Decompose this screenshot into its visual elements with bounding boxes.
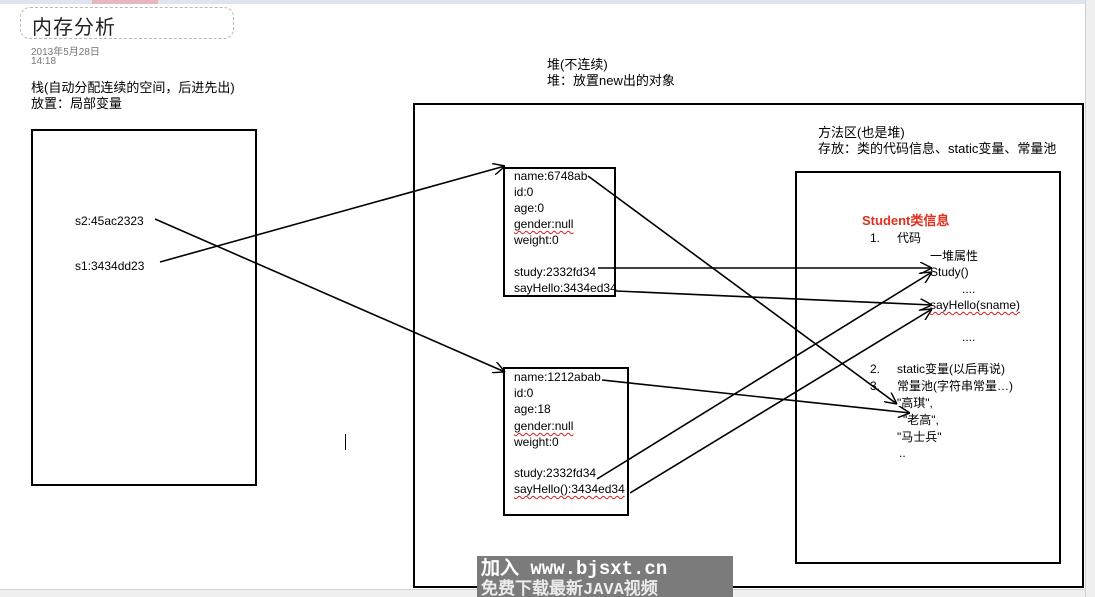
item-1-text: 代码	[897, 231, 922, 245]
item-2-number: 2.	[870, 362, 881, 376]
text-cursor	[345, 434, 346, 450]
arrow-obj2-study-to-study	[596, 272, 932, 480]
heap-content: 堆：放置new出的对象	[547, 73, 675, 88]
top-strip	[0, 0, 1095, 4]
obj2-weight: weight:0	[514, 435, 559, 449]
heap-object-1	[503, 167, 616, 297]
class-info-title: Student类信息	[862, 213, 950, 228]
obj1-id: id:0	[514, 185, 534, 199]
item-2-text: static变量(以后再说)	[897, 362, 1006, 376]
stack-var-s1: s1:3434dd23	[75, 259, 145, 273]
page-date: 2013年5月28日	[31, 47, 100, 58]
obj1-sayhello: sayHello:3434ed34	[514, 281, 617, 295]
stack-var-s2: s2:45ac2323	[75, 214, 144, 228]
obj1-name: name:6748ab	[514, 169, 588, 183]
obj1-study: study:2332fd34	[514, 265, 597, 279]
watermark: 加入 www.bjsxt.cn 免费下载最新JAVA视频	[477, 556, 733, 597]
obj1-weight: weight:0	[514, 233, 559, 247]
method-area-heading: 方法区(也是堆)	[818, 125, 905, 140]
vertical-scrollbar[interactable]	[1085, 0, 1095, 597]
obj1-gender: gender:null	[514, 217, 574, 231]
constant-more: ..	[899, 446, 906, 460]
obj1-age: age:0	[514, 201, 545, 215]
obj2-id: id:0	[514, 386, 534, 400]
method-area-box	[795, 171, 1061, 564]
obj2-age: age:18	[514, 402, 551, 416]
arrow-s1-to-obj1	[159, 166, 505, 263]
page-title: 内存分析	[32, 17, 116, 39]
heap-heading: 堆(不连续)	[547, 57, 608, 72]
item-3-number: 3.	[870, 379, 881, 393]
watermark-line1: 加入 www.bjsxt.cn	[481, 558, 668, 580]
ellipsis-1: ....	[962, 282, 976, 296]
arrow-obj2-name-to-pool	[601, 379, 910, 413]
heap-object-2	[503, 367, 629, 516]
top-tab-accent	[92, 0, 158, 4]
obj2-gender: gender:null	[514, 419, 574, 433]
arrow-s2-to-obj2	[154, 218, 505, 372]
obj2-sayhello: sayHello():3434ed34	[514, 482, 625, 496]
obj2-name: name:1212abab	[514, 370, 601, 384]
page-time: 14:18	[31, 56, 57, 67]
arrow-obj1-name-to-pool	[587, 175, 897, 404]
page-title-box[interactable]	[20, 7, 234, 39]
attrs-text: 一堆属性	[930, 249, 979, 263]
item-1-number: 1.	[870, 231, 881, 245]
constant-laogao: "老高",	[903, 413, 939, 427]
study-method: Study()	[930, 265, 969, 279]
arrow-obj2-sayhello-to-sayhello	[629, 309, 932, 494]
item-3-text: 常量池(字符串常量…)	[897, 379, 1013, 393]
sayhello-method: sayHello(sname)	[930, 298, 1021, 312]
watermark-line2: 免费下载最新JAVA视频	[481, 581, 658, 597]
arrow-obj1-sayhello-to-sayhello	[615, 290, 932, 305]
ellipsis-2: ....	[962, 330, 976, 344]
stack-heading: 栈(自动分配连续的空间，后进先出)	[31, 80, 235, 95]
stack-box	[31, 129, 257, 486]
heap-box	[413, 103, 1084, 588]
method-area-content: 存放：类的代码信息、static变量、常量池	[818, 141, 1057, 156]
obj2-study: study:2332fd34	[514, 466, 597, 480]
stack-content: 放置：局部变量	[31, 96, 123, 111]
constant-mashibing: "马士兵"	[897, 430, 942, 444]
